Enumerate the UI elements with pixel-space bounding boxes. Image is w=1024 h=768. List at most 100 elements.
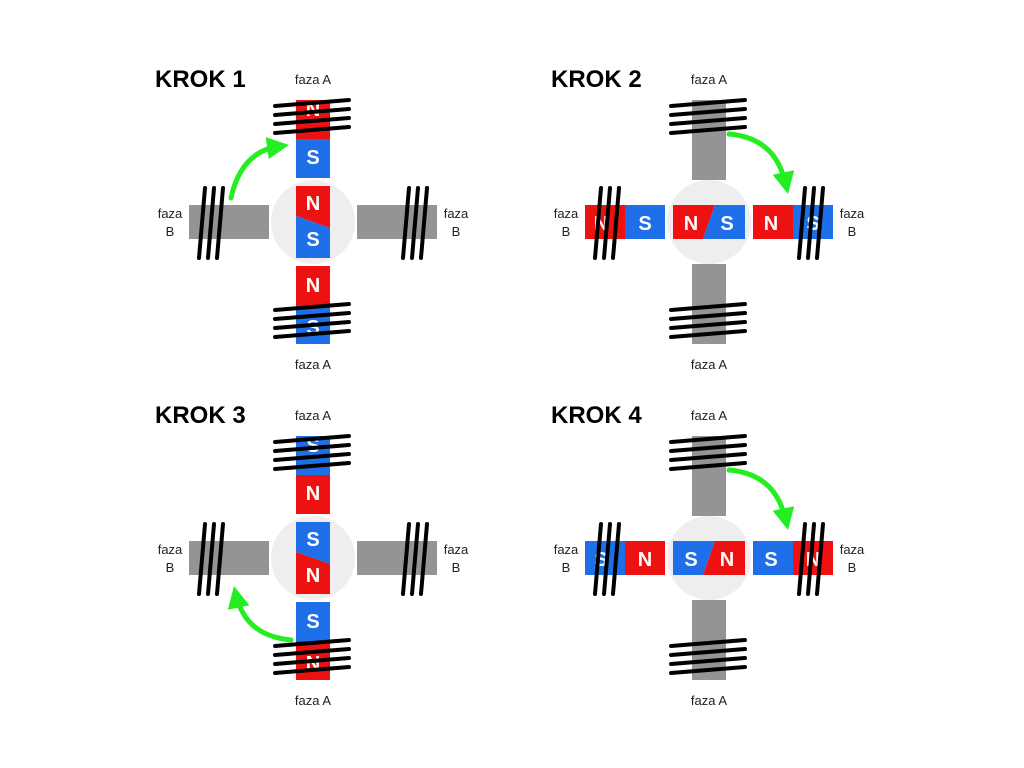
- coil-winding: [273, 302, 351, 312]
- rotor-pole-label: S: [720, 213, 733, 235]
- coil-left: [593, 186, 621, 260]
- rotor-pole-label: S: [684, 549, 697, 571]
- phase-label-top: faza A: [691, 72, 727, 87]
- coil-winding: [669, 434, 747, 444]
- coil-winding: [273, 116, 351, 126]
- phase-label-bottom: faza A: [295, 693, 331, 708]
- coil-winding: [611, 522, 621, 596]
- coil-left: [197, 522, 225, 596]
- rotor-half: [673, 205, 715, 239]
- coil-winding: [669, 452, 747, 462]
- rotation-arrow: [227, 586, 294, 643]
- coil-winding: [669, 638, 747, 648]
- phase-label-right: B: [848, 560, 857, 575]
- phase-label-left: B: [166, 224, 175, 239]
- phase-label-top: faza A: [295, 72, 331, 87]
- coil-winding: [669, 461, 747, 471]
- coil-winding: [669, 98, 747, 108]
- stator-pole-label: S: [638, 213, 651, 235]
- coil-winding: [815, 522, 825, 596]
- stator-pole-label: S: [306, 611, 319, 633]
- coil-winding: [669, 125, 747, 135]
- phase-label-top: faza A: [295, 408, 331, 423]
- coil-winding: [669, 647, 747, 657]
- step-title: KROK 1: [155, 66, 246, 93]
- coil-winding: [669, 311, 747, 321]
- coil-winding: [215, 522, 225, 596]
- coil-winding: [401, 186, 411, 260]
- coil-winding: [273, 443, 351, 453]
- phase-label-left: faza: [554, 206, 579, 221]
- phase-label-left: B: [166, 560, 175, 575]
- coil-bottom: [669, 638, 747, 675]
- stator-pole-label: S: [764, 549, 777, 571]
- rotor-pole-label: N: [720, 549, 734, 571]
- pole-half: [753, 541, 793, 575]
- rotor-half: [296, 522, 330, 564]
- phase-label-right: B: [452, 560, 461, 575]
- coil-winding: [593, 522, 603, 596]
- coil-winding: [797, 522, 807, 596]
- pole-half: [753, 205, 793, 239]
- coil-top: [273, 434, 351, 471]
- phase-label-left: faza: [554, 542, 579, 557]
- coil-winding: [815, 186, 825, 260]
- coil-winding: [273, 665, 351, 675]
- coil-winding: [669, 116, 747, 126]
- coil-bottom: [273, 638, 351, 675]
- phase-label-right: faza: [840, 206, 865, 221]
- rotor-half: [703, 541, 745, 575]
- phase-label-right: B: [848, 224, 857, 239]
- phase-label-bottom: faza A: [691, 357, 727, 372]
- coil-winding: [602, 186, 612, 260]
- coil-winding: [273, 311, 351, 321]
- coil-winding: [197, 522, 207, 596]
- pole-half: [296, 139, 330, 178]
- phase-label-left: B: [562, 224, 571, 239]
- phase-label-right: faza: [444, 206, 469, 221]
- rotor-pole-label: N: [306, 193, 320, 215]
- stator-pole-label: N: [764, 213, 778, 235]
- coil-bottom: [273, 302, 351, 339]
- rotor-magnet: SN: [296, 522, 330, 594]
- coil-winding: [410, 186, 420, 260]
- coil-right: [401, 522, 429, 596]
- coil-winding: [419, 522, 429, 596]
- coil-right: [797, 186, 825, 260]
- rotor-pole-label: S: [306, 229, 319, 251]
- coil-winding: [273, 638, 351, 648]
- coil-winding: [797, 186, 807, 260]
- coil-winding: [669, 443, 747, 453]
- coil-winding: [669, 665, 747, 675]
- rotation-arrow: [726, 467, 795, 530]
- phase-label-left: B: [562, 560, 571, 575]
- rotor-half: [296, 552, 330, 594]
- rotor-magnet: NS: [296, 186, 330, 258]
- coil-winding: [806, 186, 816, 260]
- phase-label-top: faza A: [691, 408, 727, 423]
- coil-top: [273, 98, 351, 135]
- coil-winding: [273, 461, 351, 471]
- coil-winding: [273, 320, 351, 330]
- coil-winding: [273, 647, 351, 657]
- coil-winding: [215, 186, 225, 260]
- coil-right: [797, 522, 825, 596]
- coil-top: [669, 98, 747, 135]
- coil-winding: [273, 452, 351, 462]
- coil-bottom: [669, 302, 747, 339]
- coil-winding: [669, 656, 747, 666]
- coil-winding: [273, 329, 351, 339]
- rotor-pole-label: S: [306, 529, 319, 551]
- coil-winding: [419, 186, 429, 260]
- rotor-pole-label: N: [684, 213, 698, 235]
- stator-pole-label: N: [638, 549, 652, 571]
- coil-left: [197, 186, 225, 260]
- coil-winding: [197, 186, 207, 260]
- rotor-pole-label: N: [306, 565, 320, 587]
- phase-label-right: faza: [444, 542, 469, 557]
